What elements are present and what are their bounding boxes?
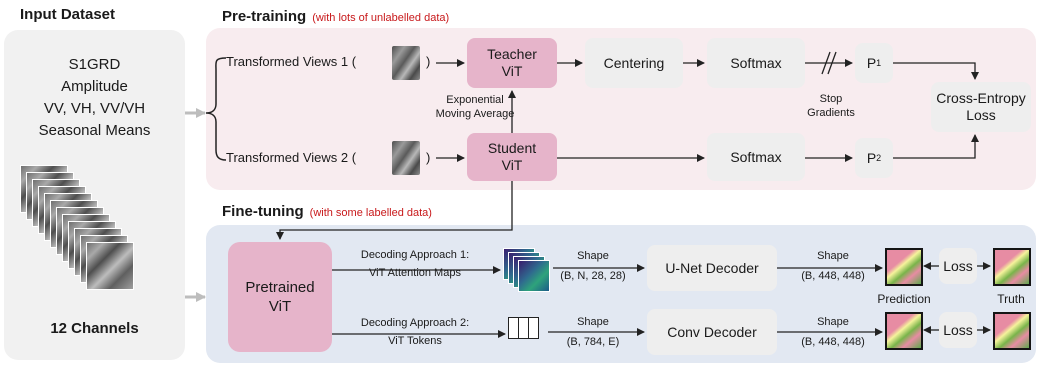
finetuning-title: Fine-tuning [222, 203, 304, 220]
shape1-value: (B, N, 28, 28) [560, 270, 626, 282]
shape2-label: Shape (B, 784, E) [548, 315, 638, 349]
conv-decoder-box: Conv Decoder [647, 309, 777, 355]
pretrained-line1: Pretrained [245, 279, 315, 296]
stack-image [86, 242, 134, 290]
unet-decoder-box: U-Net Decoder [647, 245, 777, 291]
shape2-title: Shape [577, 316, 609, 328]
views1-label: Transformed Views 1 ( [226, 54, 356, 69]
truth-mask-2 [993, 312, 1031, 350]
student-to-pretrained-arrow [276, 181, 513, 240]
attention-maps-stack [503, 248, 553, 294]
input-dataset-description: S1GRD Amplitude VV, VH, VV/VH Seasonal M… [4, 54, 185, 142]
p2-label: P [866, 149, 877, 166]
stop-gradients-label: Stop Gradients [800, 92, 862, 120]
prediction-mask-2 [885, 312, 923, 350]
input-line-aggregation: Seasonal Means [38, 122, 151, 139]
views2-paren-close: ) [426, 150, 431, 165]
attention-map [518, 260, 550, 292]
vit-tokens-icon [508, 317, 548, 341]
softmax-box-bottom: Softmax [707, 133, 805, 181]
pretraining-heading: Pre-training (with lots of unlabelled dat… [222, 8, 449, 25]
out-shape1-label: Shape (B, 448, 448) [788, 249, 878, 283]
truth-mask-1 [993, 248, 1031, 286]
ce-loss-line2: Loss [966, 107, 996, 123]
views2-text: Transformed Views 2 ( [226, 150, 357, 165]
views2-label: Transformed Views 2 ( [226, 150, 356, 165]
input-line-product: S1GRD [68, 56, 121, 73]
approach2-line1: Decoding Approach 2: [360, 317, 470, 329]
stop-gradients-line1: Stop [819, 93, 843, 105]
approach1-line1: Decoding Approach 1: [360, 249, 470, 261]
views1-paren-close: ) [426, 54, 431, 69]
channels-label: 12 Channels [50, 320, 139, 337]
p2-subscript: 2 [876, 152, 882, 163]
shape2-value: (B, 784, E) [566, 336, 620, 348]
views-brace [205, 57, 227, 161]
ema-label: Exponential Moving Average [420, 93, 530, 121]
teacher-label-line2: ViT [501, 63, 523, 79]
student-label-line2: ViT [501, 157, 523, 173]
teacher-label-line1: Teacher [487, 46, 537, 62]
truth-label: Truth [997, 292, 1025, 306]
loss-box-1: Loss [939, 248, 977, 284]
shape1-label: Shape (B, N, 28, 28) [548, 249, 638, 283]
prediction-mask-1 [885, 248, 923, 286]
finetuning-heading: Fine-tuning (with some labelled data) [222, 203, 432, 220]
input-dataset-heading: Input Dataset [20, 6, 116, 23]
views1-text: Transformed Views 1 ( [226, 54, 357, 69]
input-line-quantity: Amplitude [61, 78, 128, 95]
stop-gradient-mark-2 [827, 51, 837, 75]
approach2-line2: ViT Tokens [388, 335, 442, 347]
input-line-polarisation: VV, VH, VV/VH [43, 100, 146, 117]
view2-thumbnail [392, 141, 420, 175]
out-shape1-value: (B, 448, 448) [801, 270, 865, 282]
centering-box: Centering [585, 38, 683, 88]
input-image-stack [20, 165, 160, 295]
pretraining-title: Pre-training [222, 8, 307, 25]
out-shape2-title: Shape [817, 316, 849, 328]
view1-thumbnail [392, 46, 420, 80]
p1-subscript: 1 [876, 57, 882, 68]
stop-gradient-mark-1 [821, 51, 831, 75]
ema-line2: Moving Average [435, 108, 515, 120]
ema-line1: Exponential [446, 94, 504, 106]
approach2-label: Decoding Approach 2: ViT Tokens [340, 316, 490, 348]
p1-to-loss-arrow [893, 62, 979, 80]
p2-to-loss-arrow [893, 134, 979, 159]
out-shape1-title: Shape [817, 250, 849, 262]
student-label-line1: Student [487, 140, 537, 156]
ce-loss-line1: Cross-Entropy [936, 90, 1026, 106]
out-shape2-value: (B, 448, 448) [801, 336, 865, 348]
pretrained-line2: ViT [268, 298, 292, 315]
loss-box-2: Loss [939, 312, 977, 348]
stop-gradients-line2: Gradients [807, 107, 855, 119]
finetuning-note: (with some labelled data) [309, 207, 432, 219]
out-shape2-label: Shape (B, 448, 448) [788, 315, 878, 349]
softmax-box-top: Softmax [707, 38, 805, 88]
pretraining-note: (with lots of unlabelled data) [312, 12, 450, 24]
shape1-title: Shape [577, 250, 609, 262]
p1-label: P [866, 54, 877, 71]
prediction-label: Prediction [877, 292, 931, 306]
token-cell [528, 317, 539, 339]
